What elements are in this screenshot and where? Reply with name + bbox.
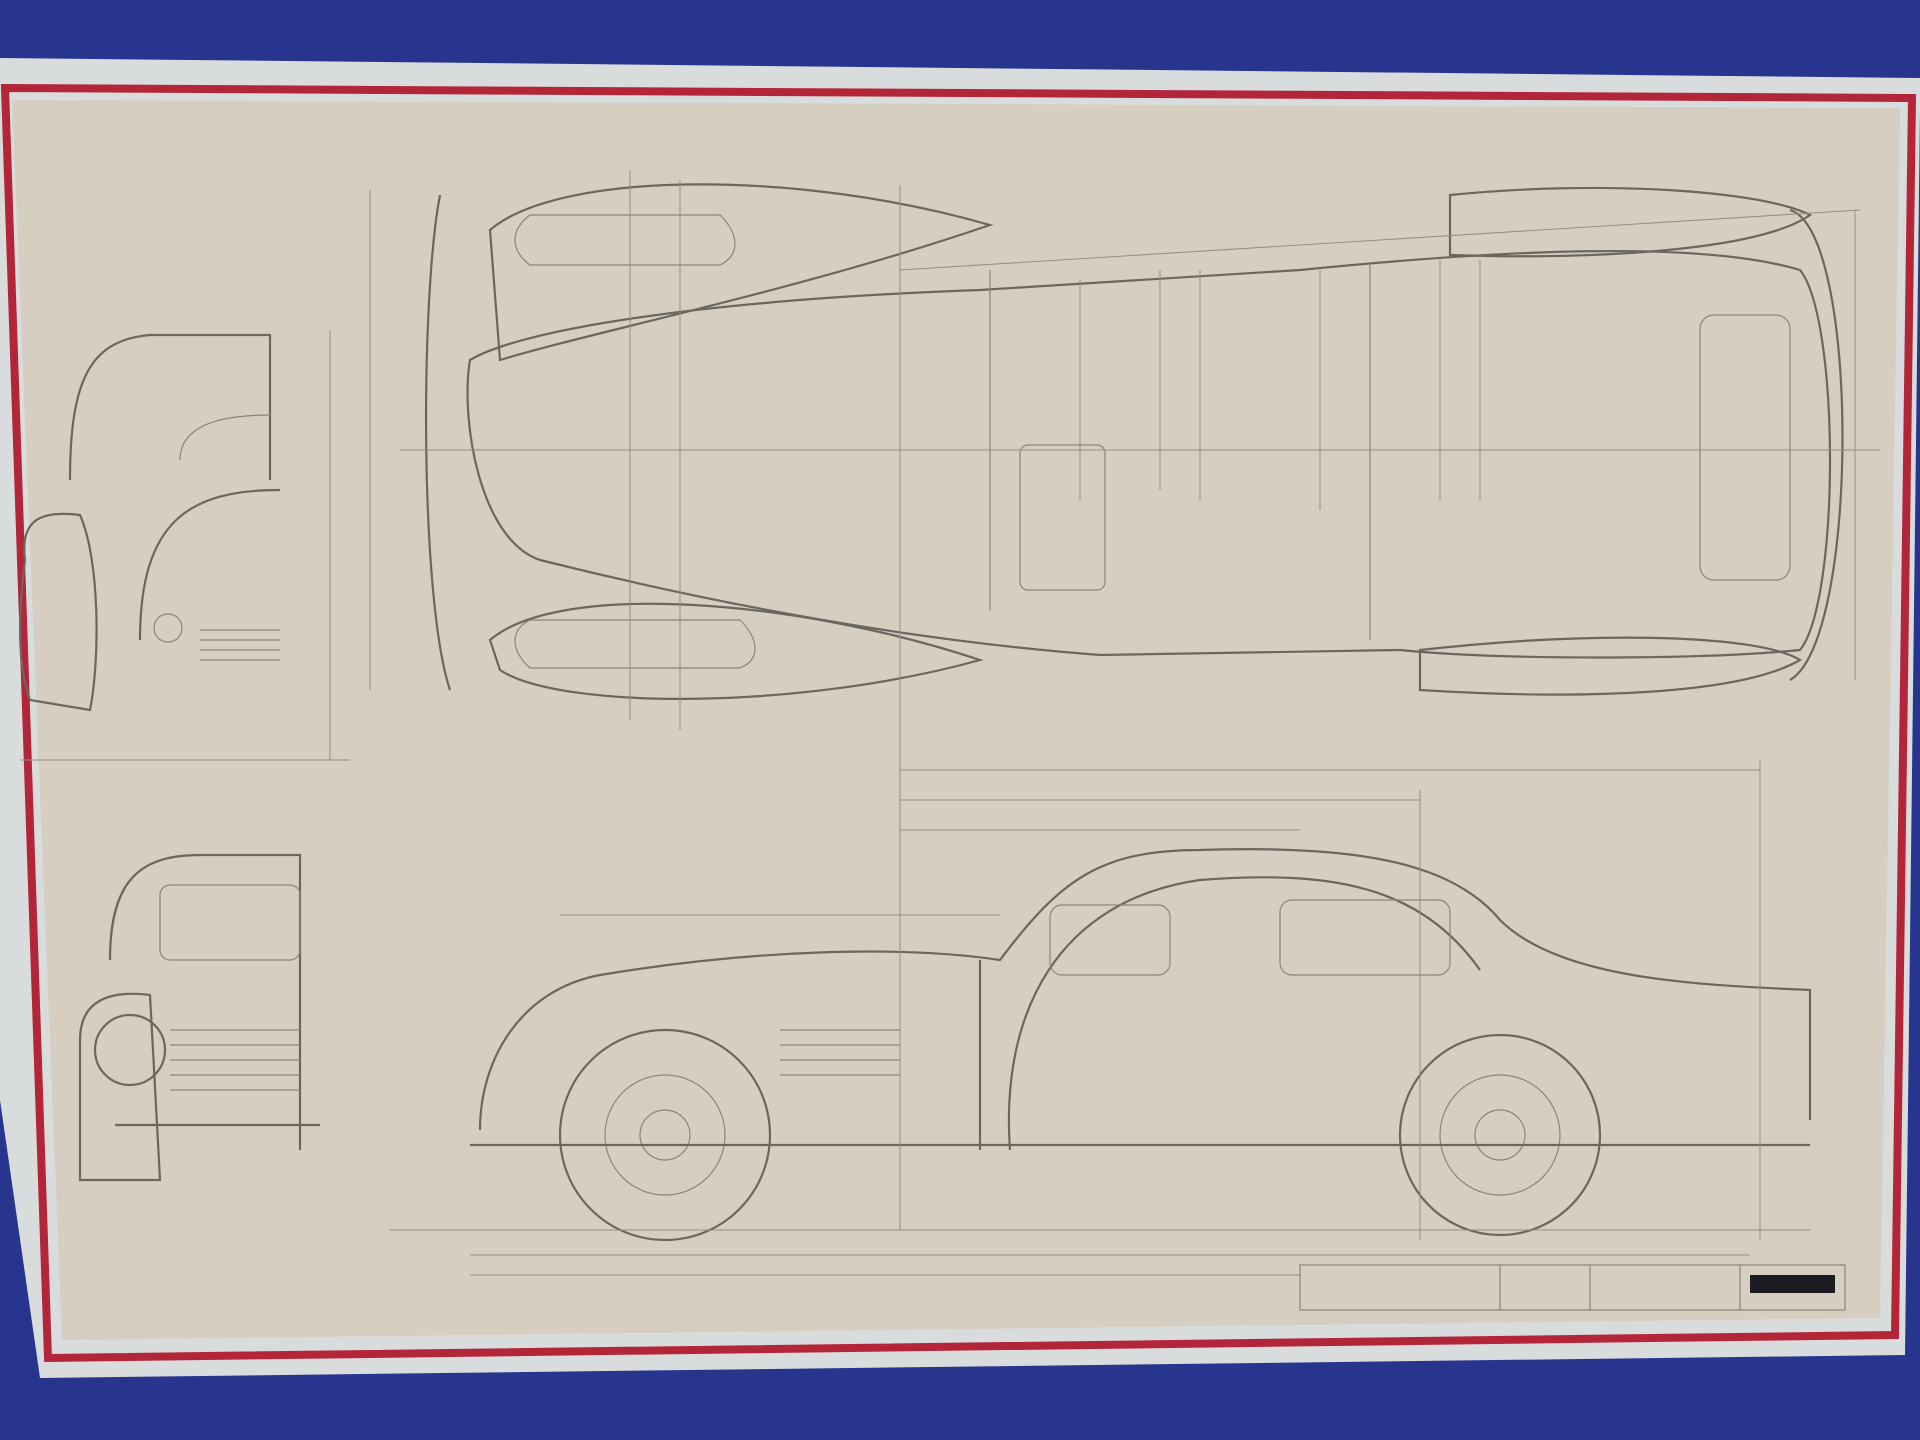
side-view	[390, 185, 1812, 1276]
front-view	[18, 330, 350, 761]
rear-view	[78, 853, 320, 1182]
blueprint-drawing	[18, 170, 1880, 1311]
title-block	[1299, 1264, 1846, 1311]
top-view	[369, 170, 1880, 730]
picture-frame	[0, 58, 1920, 1378]
